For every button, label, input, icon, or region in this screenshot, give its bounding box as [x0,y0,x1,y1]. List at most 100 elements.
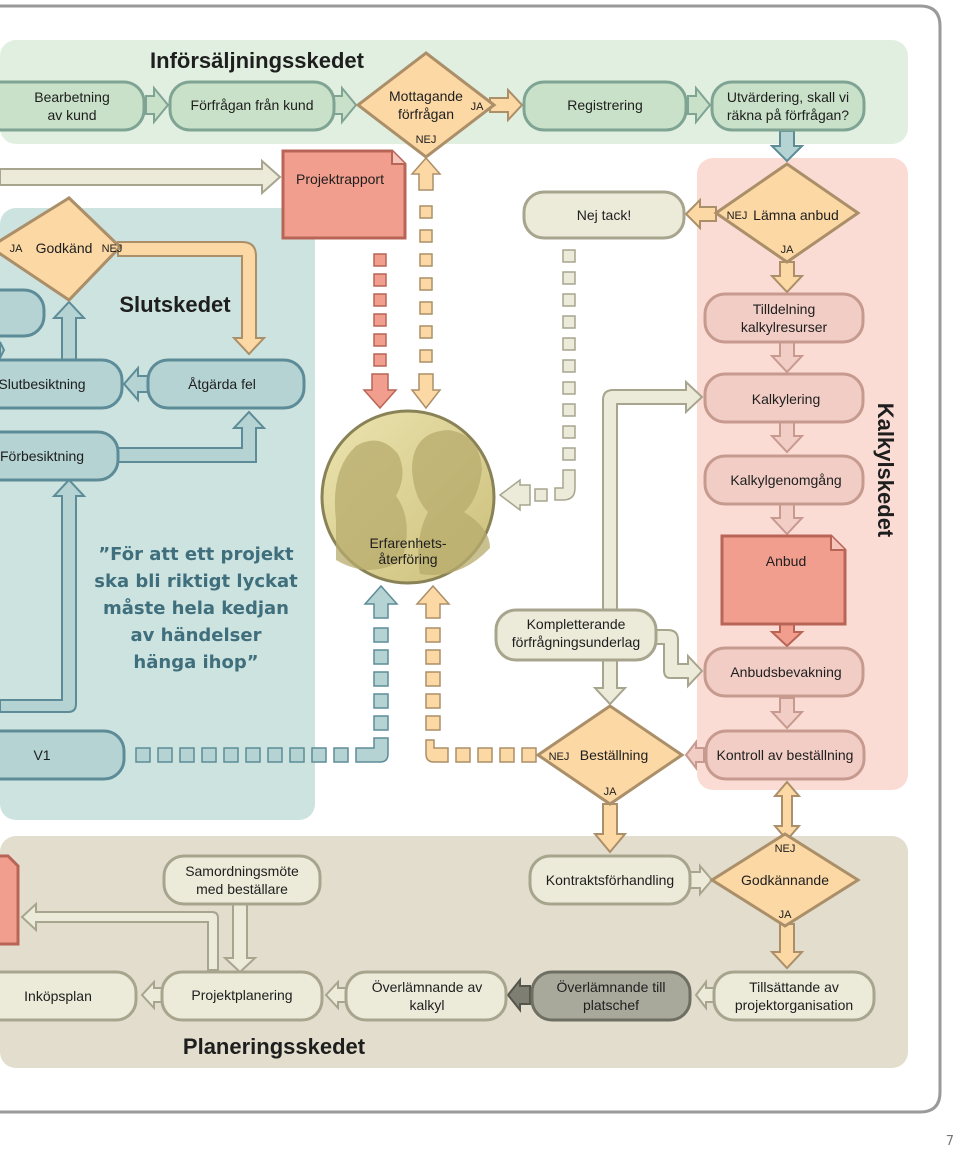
doc-left-partial [0,854,20,946]
label-samordning-2: med beställare [196,881,288,897]
arrow-godkand-nej-atgarda [117,241,267,356]
quote: ”För att ett projekt ska bli riktigt lyc… [94,544,298,673]
box-kalkylgenomgang [703,454,865,506]
arrow-projektplanering-doc [20,901,219,971]
label-kontrakt: Kontraktsförhandling [546,872,674,888]
label-registrering: Registrering [567,97,642,113]
arrow-to-projektrapport [0,158,282,196]
doc-anbud [720,534,847,626]
arrow-forfragan-mottagande [333,85,358,125]
mottagande-ja: JA [471,101,485,113]
diamond-bestallning [535,704,685,806]
label-anbud: Anbud [766,553,806,569]
box-projektplanering [160,970,324,1022]
label-anbudsbevakning: Anbudsbevakning [730,664,841,680]
box-forfragan [168,80,336,132]
dashes-mottagande [410,156,442,410]
diamond-mottagande [355,51,497,159]
phase-kalkylskedet: Kalkylskedet [873,403,898,538]
arrow-utvardering-lamna [769,130,805,163]
box-tilldelning [703,292,865,344]
box-nej-tack [522,190,686,240]
label-projektplanering: Projektplanering [191,987,292,1003]
globe-erfarenhet [320,409,496,585]
quote-line-3: måste hela kedjan [103,597,289,619]
dashes-v1-globe [135,584,399,763]
box-partial-left [0,288,46,338]
label-kalkylering: Kalkylering [752,391,820,407]
arrow-bestallning-kontrakt [592,803,628,854]
label-tillsattande-1: Tillsättande av [749,979,839,995]
decision-markers: JA NEJ NEJ JA JA NEJ NEJ JA NEJ JA [10,101,796,921]
dashes-projektrapport [362,253,398,410]
bestallning-ja: JA [604,786,618,798]
doc-fold [391,151,405,165]
phase-inforsaljning: Införsäljningsskedet [150,48,365,73]
arrow-lamna-tilldelning [769,261,805,294]
label-bearbetning-2: av kund [47,107,96,123]
box-overl-platschef [530,970,692,1022]
label-erfarenhet-2: återföring [378,551,437,567]
label-atgarda: Åtgärda fel [188,376,256,392]
label-bestallning: Beställning [580,747,649,763]
godkand-nej: NEJ [102,243,123,255]
box-atgarda [146,358,306,410]
diamond-godkand-outline [0,196,123,302]
label-v1: V1 [33,747,50,763]
label-kompletterande-2: förfrågningsunderlag [512,634,640,650]
label-mottagande-1: Mottagande [389,88,463,104]
box-utvardering [710,80,866,132]
arrow-up-forbesiktning [0,478,87,713]
arrow-tilldelning-kalkylering [769,341,805,374]
lamna-ja: JA [781,244,795,256]
arrow-kompl-bestallning [592,659,628,706]
arrow-kompl-bevakning [655,629,704,689]
box-kontroll [704,729,866,781]
label-tilldelning-1: Tilldelning [753,301,816,317]
arrow-left-edge-up [0,341,6,359]
arrow-kompl-kalkylering [602,379,704,613]
bestallning-nej: NEJ [549,751,570,763]
label-utvardering-2: räkna på förfrågan? [727,107,849,123]
label-overl-platschef-2: platschef [583,997,639,1013]
arrow-bevakning-kontroll [769,697,805,730]
box-kontrakt [528,854,692,906]
phase-slutskedet: Slutskedet [119,292,231,317]
arrow-kalkylering-genomgang [769,421,805,454]
doc-projektrapport [281,149,407,240]
arrow-slutbesiktning-godkand [51,300,87,361]
arrow-kontroll-bestallning [684,739,705,771]
godkannande-nej: NEJ [775,843,796,855]
box-anbudsbevakning [703,646,865,698]
box-kalkylering [703,372,865,424]
arrow-kontroll-godkannande [772,780,802,842]
label-erfarenhet-1: Erfarenhets- [369,535,446,551]
quote-line-5: hänga ihop” [133,652,258,673]
diamond-lamna-anbud [713,162,861,264]
arrow-forbesiktning-atgarda [117,410,267,463]
box-tillsattande [712,970,876,1022]
label-inkopsplan: Inköpsplan [24,988,92,1004]
arrow-lamna-nejtack [684,197,717,231]
label-kalkylgenomgang: Kalkylgenomgång [730,472,841,488]
box-slutbesiktning [0,358,124,410]
page-number: 7 [945,1134,954,1149]
label-godkand: Godkänd [36,240,93,256]
arrow-platschef-kalkyl [506,977,531,1013]
mottagande-nej: NEJ [416,134,437,146]
quote-line-2: ska bli riktigt lyckat [94,571,298,592]
arrow-bearbetning-forfragan [145,85,170,125]
labels: Införsäljningsskedet Slutskedet Planerin… [0,48,898,1059]
arrow-registrering-utvardering [687,85,712,125]
label-slutbesiktning: Slutbesiktning [0,376,86,392]
box-samordning [162,854,322,906]
doc-anbud-fold [830,536,845,551]
arrow-mottagande-registrering [489,87,524,123]
label-nej-tack: Nej tack! [577,207,631,223]
box-forbesiktning [0,430,120,482]
lamna-nej: NEJ [727,210,748,222]
arrow-genomgang-anbud [769,503,805,536]
label-overl-platschef-1: Överlämnande till [557,978,666,995]
label-godkannande: Godkännande [741,872,829,888]
